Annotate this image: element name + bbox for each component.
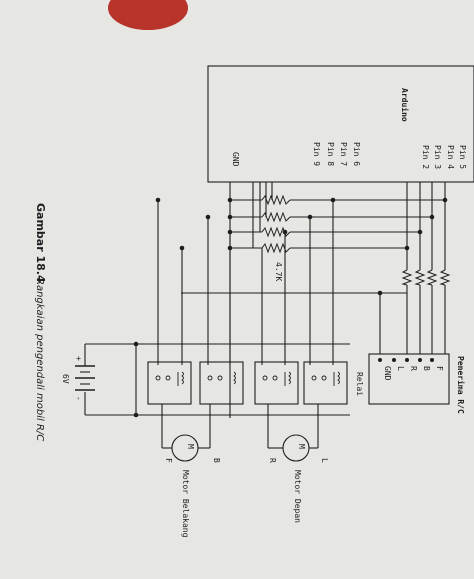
resistor-group-right	[401, 269, 451, 286]
receiver-box	[368, 353, 450, 405]
resistor-label: 4.7K	[274, 262, 283, 281]
front-motor	[282, 434, 310, 462]
relay-label: Relai	[355, 372, 364, 396]
relay-4	[303, 361, 348, 405]
battery-minus: -	[74, 396, 83, 401]
rear-motor	[171, 434, 199, 462]
receiver-pin-r: R	[409, 366, 418, 371]
rear-motor-label: Motor Belakang	[181, 470, 190, 538]
receiver-pin-l: L	[396, 366, 405, 371]
front-motor-label: Motor Depan	[293, 470, 302, 523]
receiver-title: Penerima R/C	[456, 356, 466, 414]
receiver-pin-f: F	[435, 366, 444, 371]
pin-9-label: Pin 9	[312, 142, 321, 166]
pin-5-label: Pin 5	[458, 145, 467, 169]
arduino-title: Arduino	[400, 88, 410, 122]
pin-6-label: Pin 6	[352, 142, 361, 166]
relay-2	[199, 361, 244, 405]
pin-3-label: Pin 3	[433, 145, 442, 169]
relay-1	[147, 361, 192, 405]
front-motor-r: R	[268, 458, 277, 463]
front-motor-l: L	[320, 458, 329, 463]
rear-motor-b: B	[212, 458, 221, 463]
battery-voltage: 6V	[61, 374, 70, 384]
relay-3	[254, 361, 299, 405]
receiver-pin-gnd: GND	[383, 366, 392, 381]
front-motor-m: M	[297, 444, 306, 449]
battery-plus: +	[74, 356, 83, 361]
finger-shape	[108, 0, 188, 30]
receiver-pin-b: B	[422, 366, 431, 371]
rear-motor-m: M	[186, 444, 195, 449]
pin-7-label: Pin 7	[339, 142, 348, 166]
caption-prefix: Gambar 18.4	[34, 203, 47, 283]
arduino-gnd-label: GND	[231, 152, 240, 167]
rear-motor-f: F	[164, 458, 173, 463]
pin-4-label: Pin 4	[446, 145, 455, 169]
pin-8-label: Pin 8	[326, 142, 335, 166]
pin-2-label: Pin 2	[421, 145, 430, 169]
relay-internals	[155, 371, 340, 386]
caption-text: Rangkaian pengendali mobil R/C	[34, 278, 45, 441]
arduino-box	[207, 65, 474, 183]
